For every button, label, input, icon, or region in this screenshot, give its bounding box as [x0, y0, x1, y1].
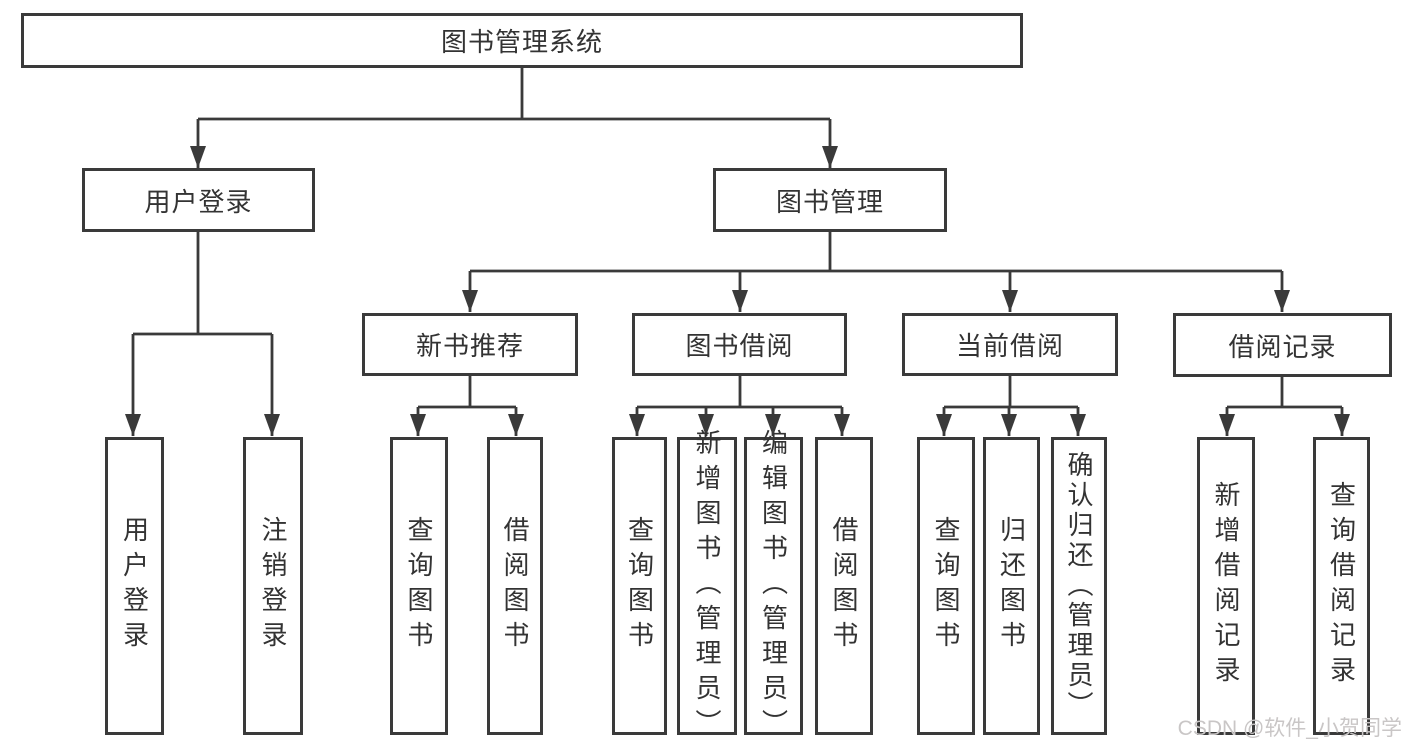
node-book-management: 图书管理 — [713, 168, 947, 232]
leaf-logout-label: 注销登录 — [258, 516, 288, 656]
node-new-book-recommend: 新书推荐 — [362, 313, 578, 376]
leaf-borrow-query-book: 查询图书 — [612, 437, 667, 735]
node-book-borrow: 图书借阅 — [632, 313, 847, 376]
leaf-borrow-add-book: 新增图书（管理员） — [677, 429, 737, 744]
csdn-watermark: CSDN @软件_小贺同学 — [1177, 717, 1402, 740]
node-user-login: 用户登录 — [82, 168, 315, 232]
leaf-recommend-borrow-book-label: 借阅图书 — [500, 516, 530, 656]
leaf-borrow-query-book-label: 查询图书 — [624, 516, 655, 656]
node-system-root: 图书管理系统 — [21, 13, 1023, 68]
leaf-current-confirm-return: 确认归还（管理员） — [1051, 437, 1107, 735]
leaf-recommend-query-book: 查询图书 — [390, 437, 448, 735]
leaf-user-login-label: 用户登录 — [119, 516, 150, 656]
leaf-current-query-book-label: 查询图书 — [931, 516, 961, 656]
leaf-current-return-book: 归还图书 — [983, 437, 1040, 735]
leaf-recommend-query-book-label: 查询图书 — [404, 516, 434, 656]
leaf-record-query: 查询借阅记录 — [1313, 437, 1370, 735]
leaf-record-add-label: 新增借阅记录 — [1211, 481, 1241, 691]
leaf-current-confirm-return-label: 确认归还（管理员） — [1064, 451, 1094, 721]
leaf-borrow-edit-book-label: 编辑图书（管理员） — [758, 428, 789, 744]
leaf-recommend-borrow-book: 借阅图书 — [487, 437, 543, 735]
node-current-borrow: 当前借阅 — [902, 313, 1118, 376]
leaf-borrow-borrow-book: 借阅图书 — [815, 437, 873, 735]
node-borrow-records: 借阅记录 — [1173, 313, 1392, 377]
leaf-record-add: 新增借阅记录 — [1197, 437, 1255, 735]
leaf-record-query-label: 查询借阅记录 — [1326, 481, 1357, 691]
leaf-borrow-add-book-label: 新增图书（管理员） — [692, 428, 722, 744]
leaf-user-login: 用户登录 — [105, 437, 164, 735]
leaf-current-return-book-label: 归还图书 — [996, 516, 1027, 656]
leaf-logout: 注销登录 — [243, 437, 303, 735]
leaf-current-query-book: 查询图书 — [917, 437, 975, 735]
leaf-borrow-borrow-book-label: 借阅图书 — [829, 516, 859, 656]
leaf-borrow-edit-book: 编辑图书（管理员） — [744, 429, 803, 744]
